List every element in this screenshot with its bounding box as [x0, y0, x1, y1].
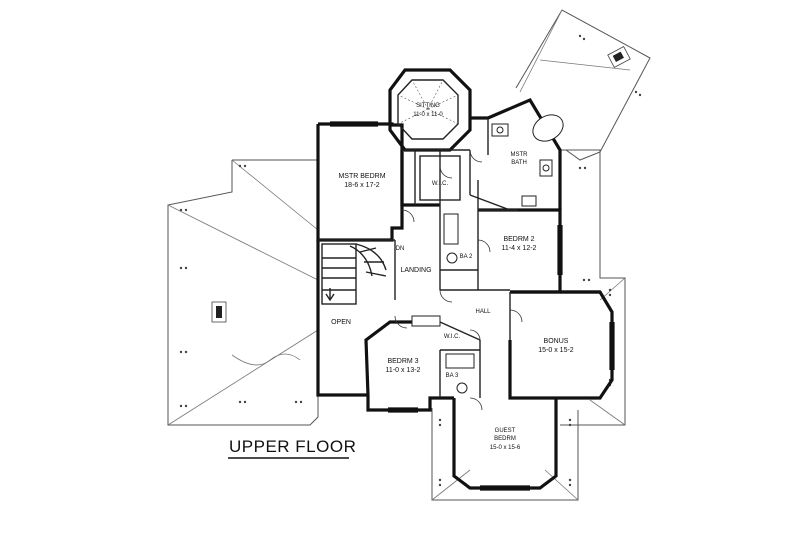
roof-outline-left	[167, 159, 319, 426]
bedroom2-dims: 11-4 x 12-2	[502, 245, 537, 252]
staircase	[321, 243, 387, 305]
bonus-dims: 15-0 x 15-2	[538, 347, 574, 354]
guest-bedroom-dims: 15-0 x 15-6	[490, 445, 521, 451]
window-marks	[330, 121, 615, 491]
room-labels: SITTING 11-0 x 11-0 MSTR BEDRM 18-6 x 17…	[331, 103, 574, 451]
bath3-fixtures	[411, 315, 475, 394]
interior-walls	[318, 118, 518, 398]
bath3-label: BA 3	[446, 373, 459, 379]
bath2-fixtures	[443, 213, 459, 264]
landing-label: LANDING	[400, 267, 431, 274]
bedroom3-dims: 11-0 x 13-2	[386, 367, 421, 374]
plan-title: UPPER FLOOR	[229, 437, 356, 456]
master-bath-fixtures	[491, 123, 553, 207]
sitting-ceiling-detail	[397, 79, 459, 140]
master-bath-label: MSTR	[511, 152, 529, 158]
bath2-label: BA 2	[460, 254, 473, 260]
sitting-label: SITTING	[416, 103, 440, 109]
bedroom3-label: BEDRM 3	[387, 358, 418, 365]
roof-dots	[179, 34, 642, 487]
guest-bedroom-label: GUEST	[495, 428, 516, 434]
sitting-dims: 11-0 x 11-0	[413, 112, 443, 118]
master-bath-tub	[532, 114, 564, 142]
exterior-walls	[316, 68, 614, 490]
roof-outline-right-wing	[515, 9, 651, 161]
master-bath-label-2: BATH	[511, 160, 527, 166]
master-bedroom-label: MSTR BEDRM	[338, 173, 385, 180]
plan-title-group: UPPER FLOOR	[228, 437, 356, 459]
wic3-label: W.I.C.	[444, 334, 461, 340]
down-label: DN	[396, 246, 405, 252]
master-wic-box	[419, 155, 461, 201]
door-swings	[394, 149, 523, 411]
guest-bedroom-label-2: BEDRM	[494, 436, 516, 442]
open-label: OPEN	[331, 319, 351, 326]
master-wic-label: W.I.C.	[432, 181, 449, 187]
bedroom2-label: BEDRM 2	[503, 236, 534, 243]
hall-label: HALL	[475, 309, 491, 315]
master-bedroom-dims: 18-6 x 17-2	[344, 182, 380, 189]
bonus-label: BONUS	[544, 338, 569, 345]
